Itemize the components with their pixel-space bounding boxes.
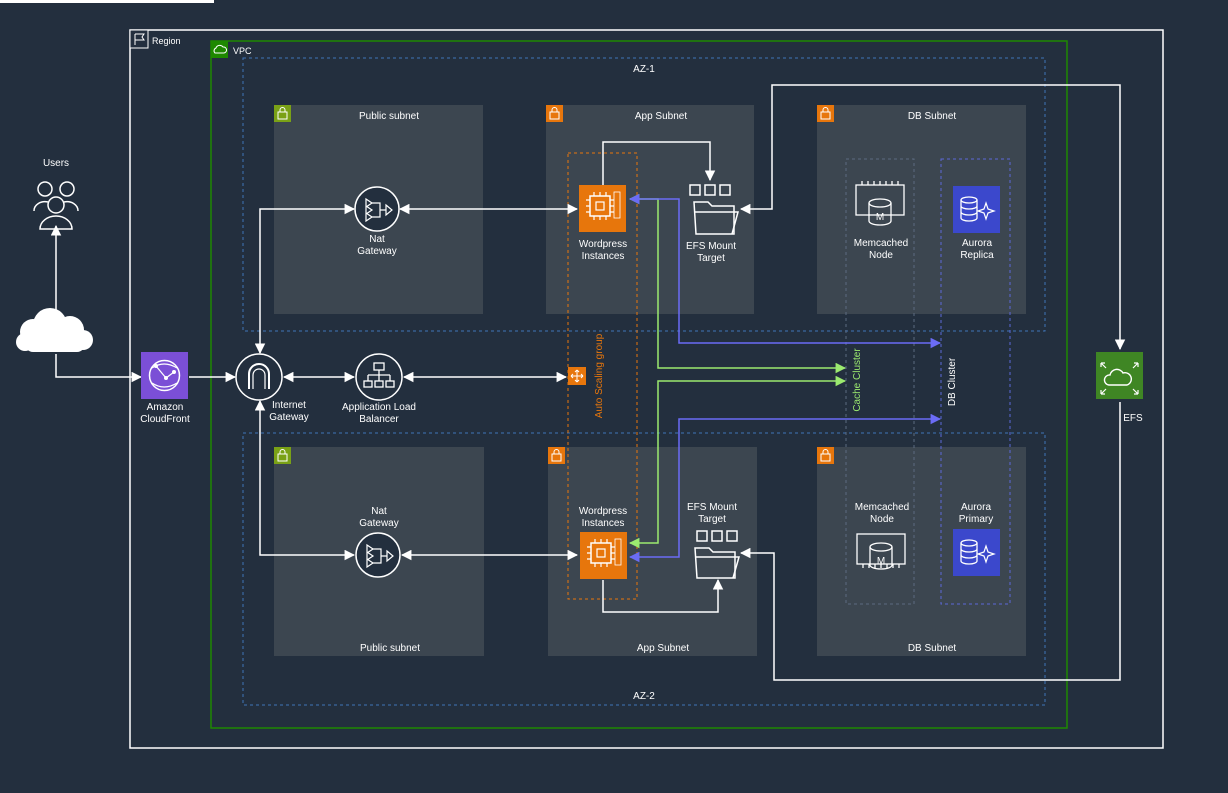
region-label: Region [152, 36, 181, 46]
db-cluster-label: DB Cluster [947, 357, 958, 406]
nat-gateway-icon [354, 186, 400, 232]
efs-mount-bottom-label: EFS Mount Target [686, 502, 738, 525]
arrow-igw-nat-top [254, 203, 356, 355]
region-boundary [129, 29, 1164, 749]
public-subnet-bottom-label: Public subnet [359, 643, 421, 654]
vpc-cloud-icon [211, 41, 228, 58]
az2-boundary [242, 432, 1046, 706]
app-subnet-bottom-label: App Subnet [636, 643, 690, 654]
load-balancer-icon [355, 353, 403, 401]
efs-mount-top-label: EFS Mount Target [685, 241, 737, 264]
lock-icon [274, 447, 291, 464]
arrow-wp-bottom-to-db [628, 413, 942, 563]
lock-icon [548, 447, 565, 464]
aurora-icon [953, 186, 1000, 233]
wp-bottom-label: Wordpress Instances [578, 506, 628, 529]
nat-gateway-icon [355, 532, 401, 578]
efs-mount-target-icon [689, 184, 739, 235]
cache-cluster-boundary [845, 158, 915, 605]
db-subnet-top-label: DB Subnet [907, 111, 957, 122]
lock-icon [546, 105, 563, 122]
public-subnet-top-label: Public subnet [358, 111, 420, 122]
efs-label: EFS [1123, 413, 1143, 424]
flag-icon [129, 29, 149, 49]
arrow-wp-efs-top [602, 141, 716, 185]
lock-icon [274, 105, 291, 122]
cloudfront-label: Amazon CloudFront [140, 402, 190, 425]
arrow-wp-top-to-db [628, 193, 942, 349]
arrow-wp-efs-bottom [602, 578, 724, 613]
users-label: Users [42, 158, 70, 169]
memcached-icon: M [856, 533, 906, 570]
db-subnet-bottom-label: DB Subnet [907, 643, 957, 654]
az1-label: AZ-1 [633, 64, 655, 75]
app-subnet-top [546, 105, 754, 314]
auto-scaling-icon [568, 367, 586, 385]
vpc-label: VPC [233, 46, 252, 56]
internet-gateway-label: Internet Gateway [269, 400, 309, 423]
db-cluster-boundary [940, 158, 1011, 605]
ec2-instance-icon [579, 185, 626, 232]
aurora-primary-label: Aurora Primary [958, 502, 994, 525]
az2-label: AZ-2 [633, 691, 655, 702]
lock-icon [817, 447, 834, 464]
memcached-icon: M [855, 181, 905, 226]
nat-top-label: Nat Gateway [357, 234, 397, 257]
cloud-icon [16, 308, 93, 352]
efs-mount-target-icon [694, 530, 740, 579]
wp-top-label: Wordpress Instances [578, 239, 628, 262]
app-subnet-top-label: App Subnet [634, 111, 688, 122]
internet-gateway-icon [235, 353, 283, 401]
svg-text:M: M [877, 556, 885, 567]
memcached-top-label: Memcached Node [853, 238, 909, 261]
svg-text:M: M [876, 212, 884, 223]
aurora-replica-label: Aurora Replica [960, 238, 994, 261]
arrow-igw-nat-bottom [254, 399, 356, 561]
top-edge-strip [0, 0, 214, 3]
memcached-bottom-label: Memcached Node [854, 502, 910, 525]
ec2-instance-icon [580, 532, 627, 579]
efs-icon [1096, 352, 1143, 399]
alb-label: Application Load Balancer [342, 402, 416, 425]
users-icon [33, 181, 79, 230]
lock-icon [817, 105, 834, 122]
cloudfront-icon [141, 352, 188, 399]
arrow-cloud-to-cloudfront [55, 354, 143, 383]
nat-bottom-label: Nat Gateway [359, 506, 399, 529]
aurora-icon [953, 529, 1000, 576]
cache-cluster-label: Cache Cluster [852, 348, 863, 412]
vpc-boundary [210, 40, 1068, 729]
blue-connections [628, 193, 942, 563]
asg-label: Auto Scaling group [594, 333, 605, 418]
